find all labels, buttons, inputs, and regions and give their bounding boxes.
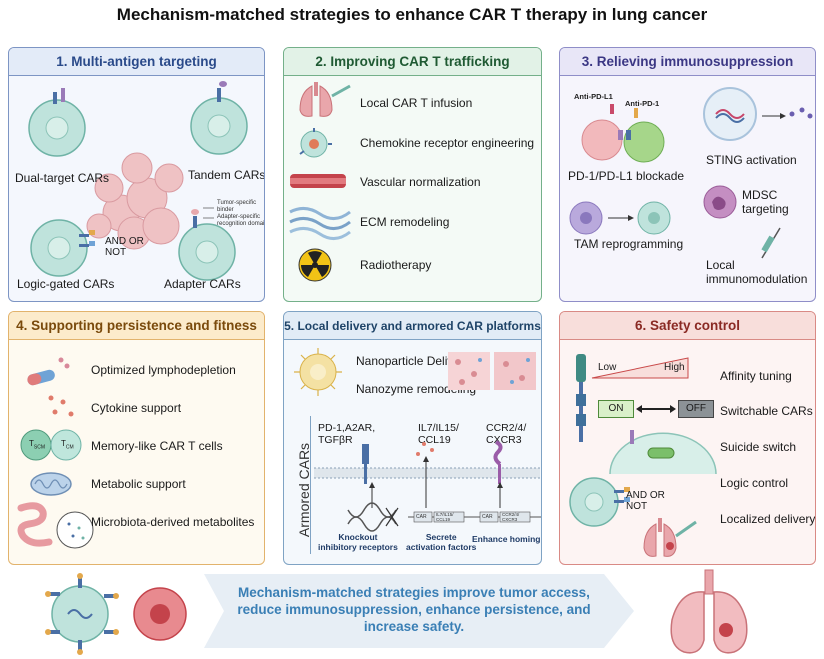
panel-local-delivery-header: 5. Local delivery and armored CAR platfo… <box>284 312 541 340</box>
gene-car-3: CAR <box>482 514 493 520</box>
radiation-icon <box>298 248 332 282</box>
ecm-fibers-icon <box>289 207 351 240</box>
knockout-dna-icon <box>347 502 399 532</box>
affinity-low-label: Low <box>598 362 617 373</box>
armored-targets-3: CCR2/4/ CXCR3 <box>486 422 527 446</box>
switch-on-button: ON <box>598 400 634 418</box>
tandem-cars-label: Tandem CARs <box>188 168 265 182</box>
safety-item-2: Switchable CARs <box>720 404 813 418</box>
adapter-cars-label: Adapter CARs <box>164 277 241 291</box>
panel-safety-header: 6. Safety control <box>560 312 815 340</box>
nanozyme-remodeling-label: Nanozyme remodeling <box>356 382 477 396</box>
nanoparticle-icon <box>294 348 342 396</box>
anti-pdl1-label: Anti-PD-L1 <box>574 92 613 101</box>
affinity-high-label: High <box>664 362 685 373</box>
panel-immunosuppression-header: 3. Relieving immunosuppression <box>560 48 815 76</box>
switch-arrows-icon <box>636 405 676 413</box>
persistence-item-1: Optimized lymphodepletion <box>91 363 236 377</box>
trafficking-item-2: Chemokine receptor engineering <box>360 136 535 150</box>
panel-immunosuppression: 3. Relieving immunosuppression Anti-PD-L… <box>559 47 816 302</box>
lung-icon <box>670 569 748 654</box>
armored-targets-1: PD-1,A2AR, TGFβR <box>318 422 376 446</box>
trafficking-item-4: ECM remodeling <box>360 215 450 229</box>
car-t-attack-icon <box>45 573 187 655</box>
trafficking-item-1: Local CAR T infusion <box>360 96 473 110</box>
dual-target-cars-label: Dual-target CARs <box>15 171 110 185</box>
safety-item-1: Affinity tuning <box>720 369 792 383</box>
affinity-scale-icon <box>591 357 689 379</box>
local-immunomodulation-label: Local immunomodulation <box>706 258 808 286</box>
sting-activation-label: STING activation <box>706 153 797 167</box>
knockout-caption: Knockout inhibitory receptors <box>318 532 398 552</box>
lung-infusion-icon <box>299 82 351 117</box>
persistence-item-3: Memory-like CAR T cells <box>91 439 223 453</box>
logic-operators-label: AND OR NOT <box>105 236 144 258</box>
sting-cell-icon <box>703 87 813 141</box>
gene-payload-3: CCR2/4/ CXCR3 <box>502 512 520 522</box>
panel-local-delivery: 5. Local delivery and armored CAR platfo… <box>283 311 542 565</box>
lung-delivery-icon <box>643 518 697 557</box>
persistence-item-4: Metabolic support <box>91 477 186 491</box>
panel-persistence-header: 4. Supporting persistence and fitness <box>9 312 264 340</box>
persistence-item-2: Cytokine support <box>91 401 182 415</box>
summary-arrow-icon <box>204 574 634 648</box>
armored-divider <box>310 416 311 554</box>
cytokine-dots-icon <box>48 395 74 417</box>
adapter-domain-note: Adapter-specific recognition domain <box>217 214 264 227</box>
safety-item-4: Logic control <box>720 476 789 490</box>
suicide-switch-cell-icon <box>609 430 717 475</box>
gene-payload-2: IL7/IL15/ CCL19 <box>436 512 454 522</box>
logic-gated-cars-label: Logic-gated CARs <box>17 277 115 291</box>
gene-construct-3-icon <box>474 511 541 523</box>
binder-note: Tumor-specific binder <box>217 200 257 213</box>
summary-text: Mechanism-matched strategies improve tum… <box>237 585 591 634</box>
chemokine-receptor-icon <box>299 128 332 158</box>
trafficking-item-3: Vascular normalization <box>360 175 481 189</box>
memory-t-cells-icon <box>20 429 82 461</box>
lymphodepletion-pills-icon <box>27 357 70 386</box>
panel-multi-antigen-header: 1. Multi-antigen targeting <box>9 48 264 76</box>
pd1-blockade-label: PD-1/PD-L1 blockade <box>568 169 685 183</box>
page-title: Mechanism-matched strategies to enhance … <box>116 5 708 24</box>
mdsc-targeting-label: MDSC targeting <box>742 188 789 216</box>
safety-item-3: Suicide switch <box>720 440 797 454</box>
affinity-receptor-icon <box>576 354 586 442</box>
switch-off-button: OFF <box>678 400 714 418</box>
gene-construct-2-icon <box>408 511 476 523</box>
armored-targets-2: IL7/IL15/ CCL19 <box>418 422 459 446</box>
persistence-item-5: Microbiota-derived metabolites <box>91 515 255 529</box>
mitochondria-icon <box>30 472 72 496</box>
safety-item-5: Localized delivery <box>720 512 816 526</box>
panel-multi-antigen: 1. Multi-antigen targeting <box>8 47 265 302</box>
intestine-icon <box>17 502 94 549</box>
cell-membrane-icon <box>314 440 540 508</box>
panel-persistence: 4. Supporting persistence and fitness TS… <box>8 311 265 565</box>
panel-trafficking-header: 2. Improving CAR T trafficking <box>284 48 541 76</box>
logic-cell-icon <box>569 477 630 527</box>
tam-reprogramming-icon <box>569 201 671 235</box>
tumor-cluster-icon <box>28 81 248 281</box>
homing-caption: Enhance homing <box>472 534 541 544</box>
mdsc-cell-icon <box>703 185 737 219</box>
pd1-blockade-icon <box>581 104 665 163</box>
panel-safety: 6. Safety control Low High ON OFF AND OR… <box>559 311 816 565</box>
gene-car-2: CAR <box>416 514 427 520</box>
tissue-texture-icon <box>448 352 536 390</box>
anti-pd1-label: Anti-PD-1 <box>625 99 660 108</box>
tscm-label: TSCM <box>29 439 46 451</box>
panel-trafficking: 2. Improving CAR T trafficking Local CAR… <box>283 47 542 302</box>
tam-reprogramming-label: TAM reprogramming <box>574 237 684 251</box>
tcm-label: TCM <box>61 439 74 451</box>
logic-operators-safety: AND OR NOT <box>626 490 665 512</box>
syringe-icon <box>761 227 781 259</box>
nanoparticle-delivery-label: Nanoparticle Delivery <box>356 354 471 368</box>
trafficking-item-5: Radiotherapy <box>360 258 432 272</box>
blood-vessel-icon <box>290 174 346 188</box>
secrete-caption: Secrete activation factors <box>406 532 477 552</box>
